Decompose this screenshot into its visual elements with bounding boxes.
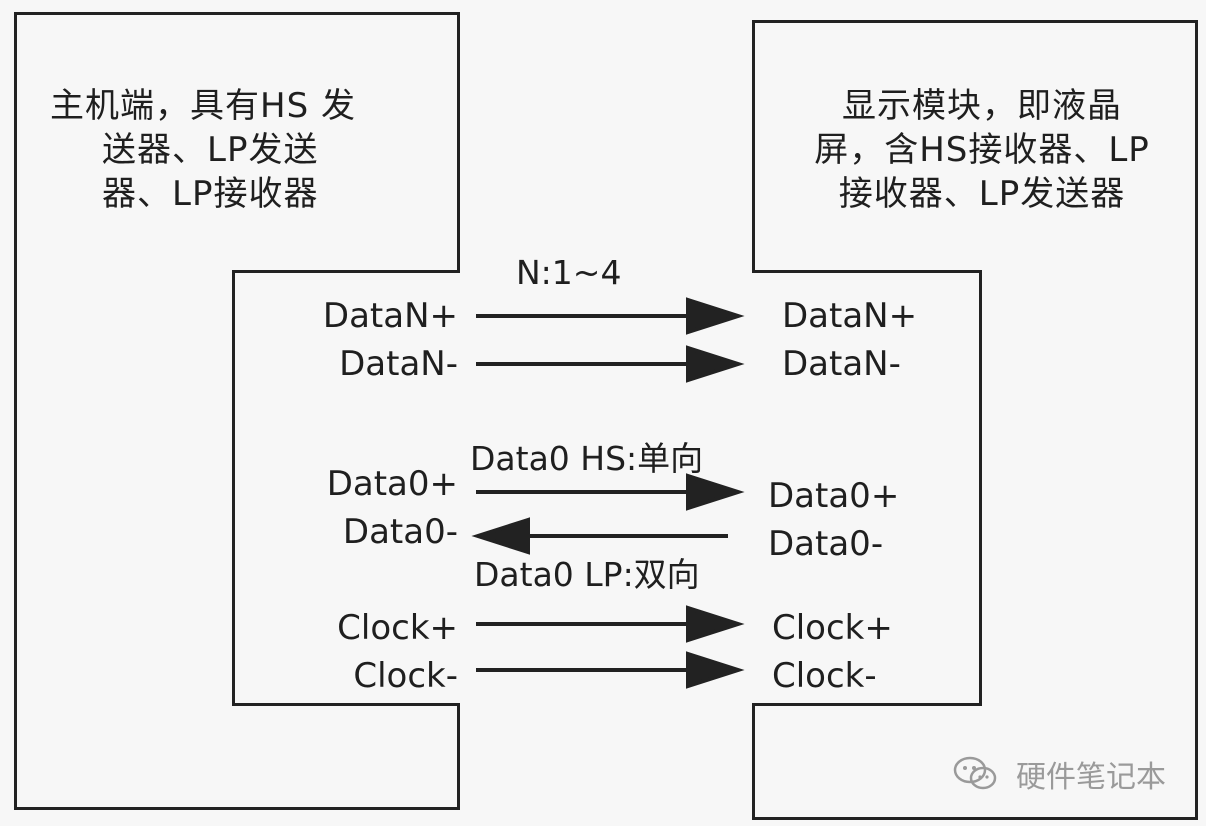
host-interface-box <box>232 270 460 706</box>
display-dataN-minus-label: DataN- <box>782 344 901 384</box>
display-title-line: 屏，含HS接收器、LP <box>814 130 1150 170</box>
left-arrowhead-icon <box>471 517 530 555</box>
display-title: 显示模块，即液晶 屏，含HS接收器、LP 接收器、LP发送器 <box>792 84 1172 216</box>
display-data0-plus-label: Data0+ <box>768 476 900 516</box>
right-arrowhead-icon <box>686 297 745 335</box>
host-clock-minus-label: Clock- <box>353 656 458 696</box>
display-clock-minus-label: Clock- <box>772 656 877 696</box>
display-title-line: 接收器、LP发送器 <box>838 174 1126 214</box>
wechat-bubble-icon <box>953 756 997 790</box>
display-data0-minus-label: Data0- <box>768 524 884 564</box>
host-title-line: 送器、LP发送 <box>102 130 319 170</box>
data0-lp-label: Data0 LP:双向 <box>474 555 700 594</box>
host-data0-plus-label: Data0+ <box>326 464 458 504</box>
watermark-text: 硬件笔记本 <box>1016 760 1166 795</box>
right-arrowhead-icon <box>686 605 745 643</box>
lanes-label: N:1~4 <box>516 253 622 292</box>
host-clock-plus-label: Clock+ <box>337 608 458 648</box>
watermark: 硬件笔记本 <box>952 752 1166 796</box>
display-title-line: 显示模块，即液晶 <box>842 86 1122 126</box>
host-dataN-minus-label: DataN- <box>339 344 458 384</box>
display-clock-plus-label: Clock+ <box>772 608 893 648</box>
host-dataN-plus-label: DataN+ <box>322 296 458 336</box>
host-title: 主机端，具有HS 发 送器、LP发送 器、LP接收器 <box>50 84 410 216</box>
data0-hs-label: Data0 HS:单向 <box>470 439 704 478</box>
display-dataN-plus-label: DataN+ <box>782 296 918 336</box>
display-interface-box <box>752 270 982 706</box>
right-arrowhead-icon <box>686 345 745 383</box>
host-title-line: 器、LP接收器 <box>102 174 319 214</box>
host-data0-minus-label: Data0- <box>342 512 458 552</box>
host-title-line: 主机端，具有HS 发 <box>50 86 356 126</box>
right-arrowhead-icon <box>686 651 745 689</box>
right-arrowhead-icon <box>686 473 745 511</box>
